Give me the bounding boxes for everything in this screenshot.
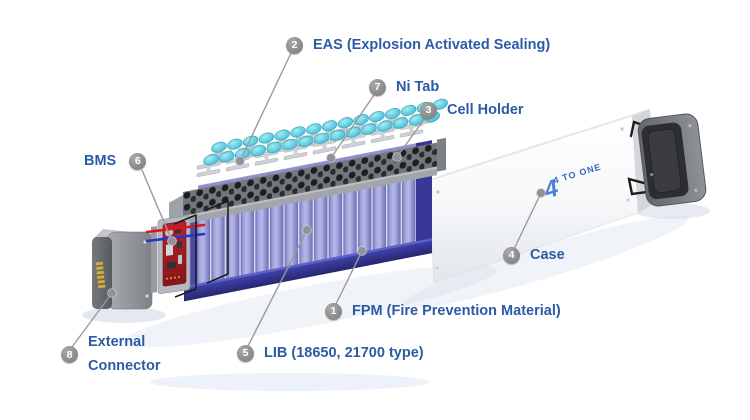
leader-eas <box>239 52 292 162</box>
label-cell-holder: 3 Cell Holder <box>420 102 524 120</box>
label-ni-tab: 7 Ni Tab <box>369 79 440 97</box>
label-eas: 2 EAS (Explosion Activated Sealing) <box>286 37 551 55</box>
label-external-connector: 8 External Connector <box>61 331 161 379</box>
label-case-text: Case <box>530 247 565 263</box>
wire-brackets <box>173 200 229 298</box>
leader-lines <box>71 52 542 348</box>
leader-dot-cell-holder <box>392 152 402 162</box>
leader-external-connector <box>71 292 113 348</box>
label-eas-text: EAS (Explosion Activated Sealing) <box>313 37 551 53</box>
label-case: 4 Case <box>503 247 565 265</box>
badge-case: 4 <box>503 247 520 265</box>
leader-bms <box>141 169 173 242</box>
badge-cell-holder: 3 <box>420 102 437 120</box>
leader-dot-fpm <box>357 246 367 256</box>
end-cap-wire-bottom <box>627 177 657 196</box>
badge-bms: 6 <box>129 153 147 171</box>
leader-dot-lib <box>302 225 312 235</box>
positive-wire <box>145 223 206 234</box>
badge-lib: 5 <box>237 345 254 363</box>
leader-case <box>513 192 542 250</box>
cell-holder-plate <box>169 137 446 234</box>
leader-fpm <box>335 250 363 305</box>
label-lib-text: LIB (18650, 21700 type) <box>264 345 424 361</box>
leader-cell-holder <box>396 117 426 158</box>
badge-fpm: 1 <box>325 303 342 321</box>
leader-lib <box>247 229 308 347</box>
label-bms: BMS 6 <box>84 153 147 171</box>
label-cell-holder-text: Cell Holder <box>447 102 524 118</box>
external-connector-box <box>92 229 153 310</box>
label-ni-tab-text: Ni Tab <box>396 79 440 95</box>
eas-strip <box>203 98 448 166</box>
leader-ni-tab <box>330 94 375 159</box>
badge-external-connector: 8 <box>61 346 78 364</box>
leader-dots <box>107 152 546 298</box>
label-fpm: 1 FPM (Fire Prevention Material) <box>325 303 561 321</box>
bms-board <box>151 215 191 294</box>
badge-ni-tab: 7 <box>369 79 386 97</box>
label-external-connector-line1: External <box>88 334 146 350</box>
leader-dot-eas <box>235 156 245 166</box>
end-cap <box>627 113 707 207</box>
leader-dot-case <box>536 188 546 198</box>
badge-eas: 2 <box>286 37 303 55</box>
leader-dot-external-connector <box>107 288 117 298</box>
power-wires <box>145 223 206 243</box>
label-lib: 5 LIB (18650, 21700 type) <box>237 345 424 363</box>
label-external-connector-line2: Connector <box>88 357 161 374</box>
leader-dot-ni-tab <box>326 153 336 163</box>
leader-dot-bms <box>167 236 177 246</box>
connector-pins <box>95 261 106 289</box>
negative-wire <box>145 232 206 243</box>
label-fpm-text: FPM (Fire Prevention Material) <box>352 303 561 319</box>
label-bms-text: BMS <box>84 153 117 169</box>
floor-shadows <box>82 203 710 391</box>
